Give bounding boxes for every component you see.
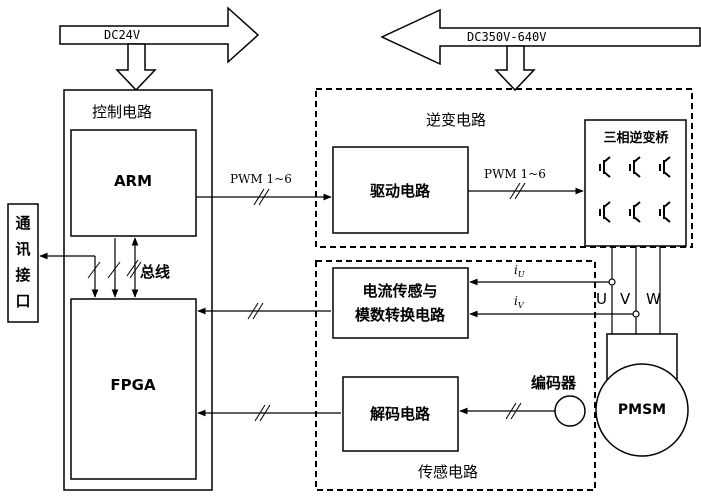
igbt-array-icon (599, 156, 671, 223)
iu-sensor (608, 278, 616, 286)
comm-interface-box (7, 203, 39, 323)
pwm-label-2: PWM 1~6 (484, 167, 546, 181)
bus-slash (129, 261, 142, 279)
encoder-slash (505, 402, 517, 420)
fpga-box (70, 298, 197, 480)
bridge-box (584, 119, 687, 247)
dc24-label: DC24V (104, 28, 140, 42)
pmsm-motor-icon (595, 363, 689, 457)
dc350-down-arrow (494, 45, 536, 92)
bus-label: 总线 (140, 263, 170, 281)
decoder-slash-b (259, 404, 271, 422)
comm-char-3: 接 (15, 266, 30, 284)
sensing-title: 传感电路 (418, 463, 478, 481)
pwm-slash-2b (514, 182, 526, 200)
control-title: 控制电路 (92, 103, 152, 121)
iv-sensor (632, 310, 640, 318)
decoder-slash (254, 404, 266, 422)
current-sensing-line1: 电流传感与 (362, 282, 437, 300)
comm-char-2: 讯 (15, 240, 30, 258)
current-slash (247, 302, 259, 320)
encoder-icon (554, 395, 586, 427)
pwm-slash-2 (509, 182, 521, 200)
comm-link (39, 238, 121, 298)
phase-w-label: W (646, 290, 661, 308)
dc350-label: DC350V-640V (467, 30, 546, 44)
fpga-label: FPGA (110, 376, 156, 394)
current-slash-b (252, 302, 264, 320)
encoder-slash-b (510, 402, 522, 420)
driver-label: 驱动电路 (370, 182, 431, 200)
bridge-label: 三相逆变桥 (603, 130, 669, 146)
pwm-slash-1b (258, 188, 270, 206)
arm-label: ARM (114, 172, 152, 190)
current-sensing-line2: 模数转换电路 (355, 306, 446, 324)
iv-label: iV (514, 294, 525, 310)
inverter-circuit-box (315, 88, 693, 248)
current-sensing-box (332, 267, 469, 339)
dc24-bus-arrow: DC24V (59, 6, 260, 64)
dc350-bus-arrow: DC350V-640V (380, 8, 701, 66)
dc24-down-arrow (115, 43, 157, 92)
decoder-box (342, 376, 459, 452)
comm-char-1: 通 (15, 214, 30, 232)
phase-u-label: U (596, 290, 607, 308)
driver-box (332, 146, 469, 234)
comm-char-4: 口 (15, 292, 30, 310)
encoder-label: 编码器 (531, 374, 577, 392)
arm-box (70, 129, 197, 237)
sensing-circuit-box (315, 260, 596, 491)
pwm-slash-1 (253, 188, 265, 206)
pmsm-label: PMSM (618, 402, 666, 418)
iu-label: iU (514, 263, 525, 279)
bus-slash-2 (126, 259, 139, 277)
inverter-title: 逆变电路 (426, 111, 486, 129)
phase-v-label: V (620, 290, 631, 308)
pwm-label-1: PWM 1~6 (230, 172, 292, 186)
decoder-label: 解码电路 (370, 405, 431, 423)
